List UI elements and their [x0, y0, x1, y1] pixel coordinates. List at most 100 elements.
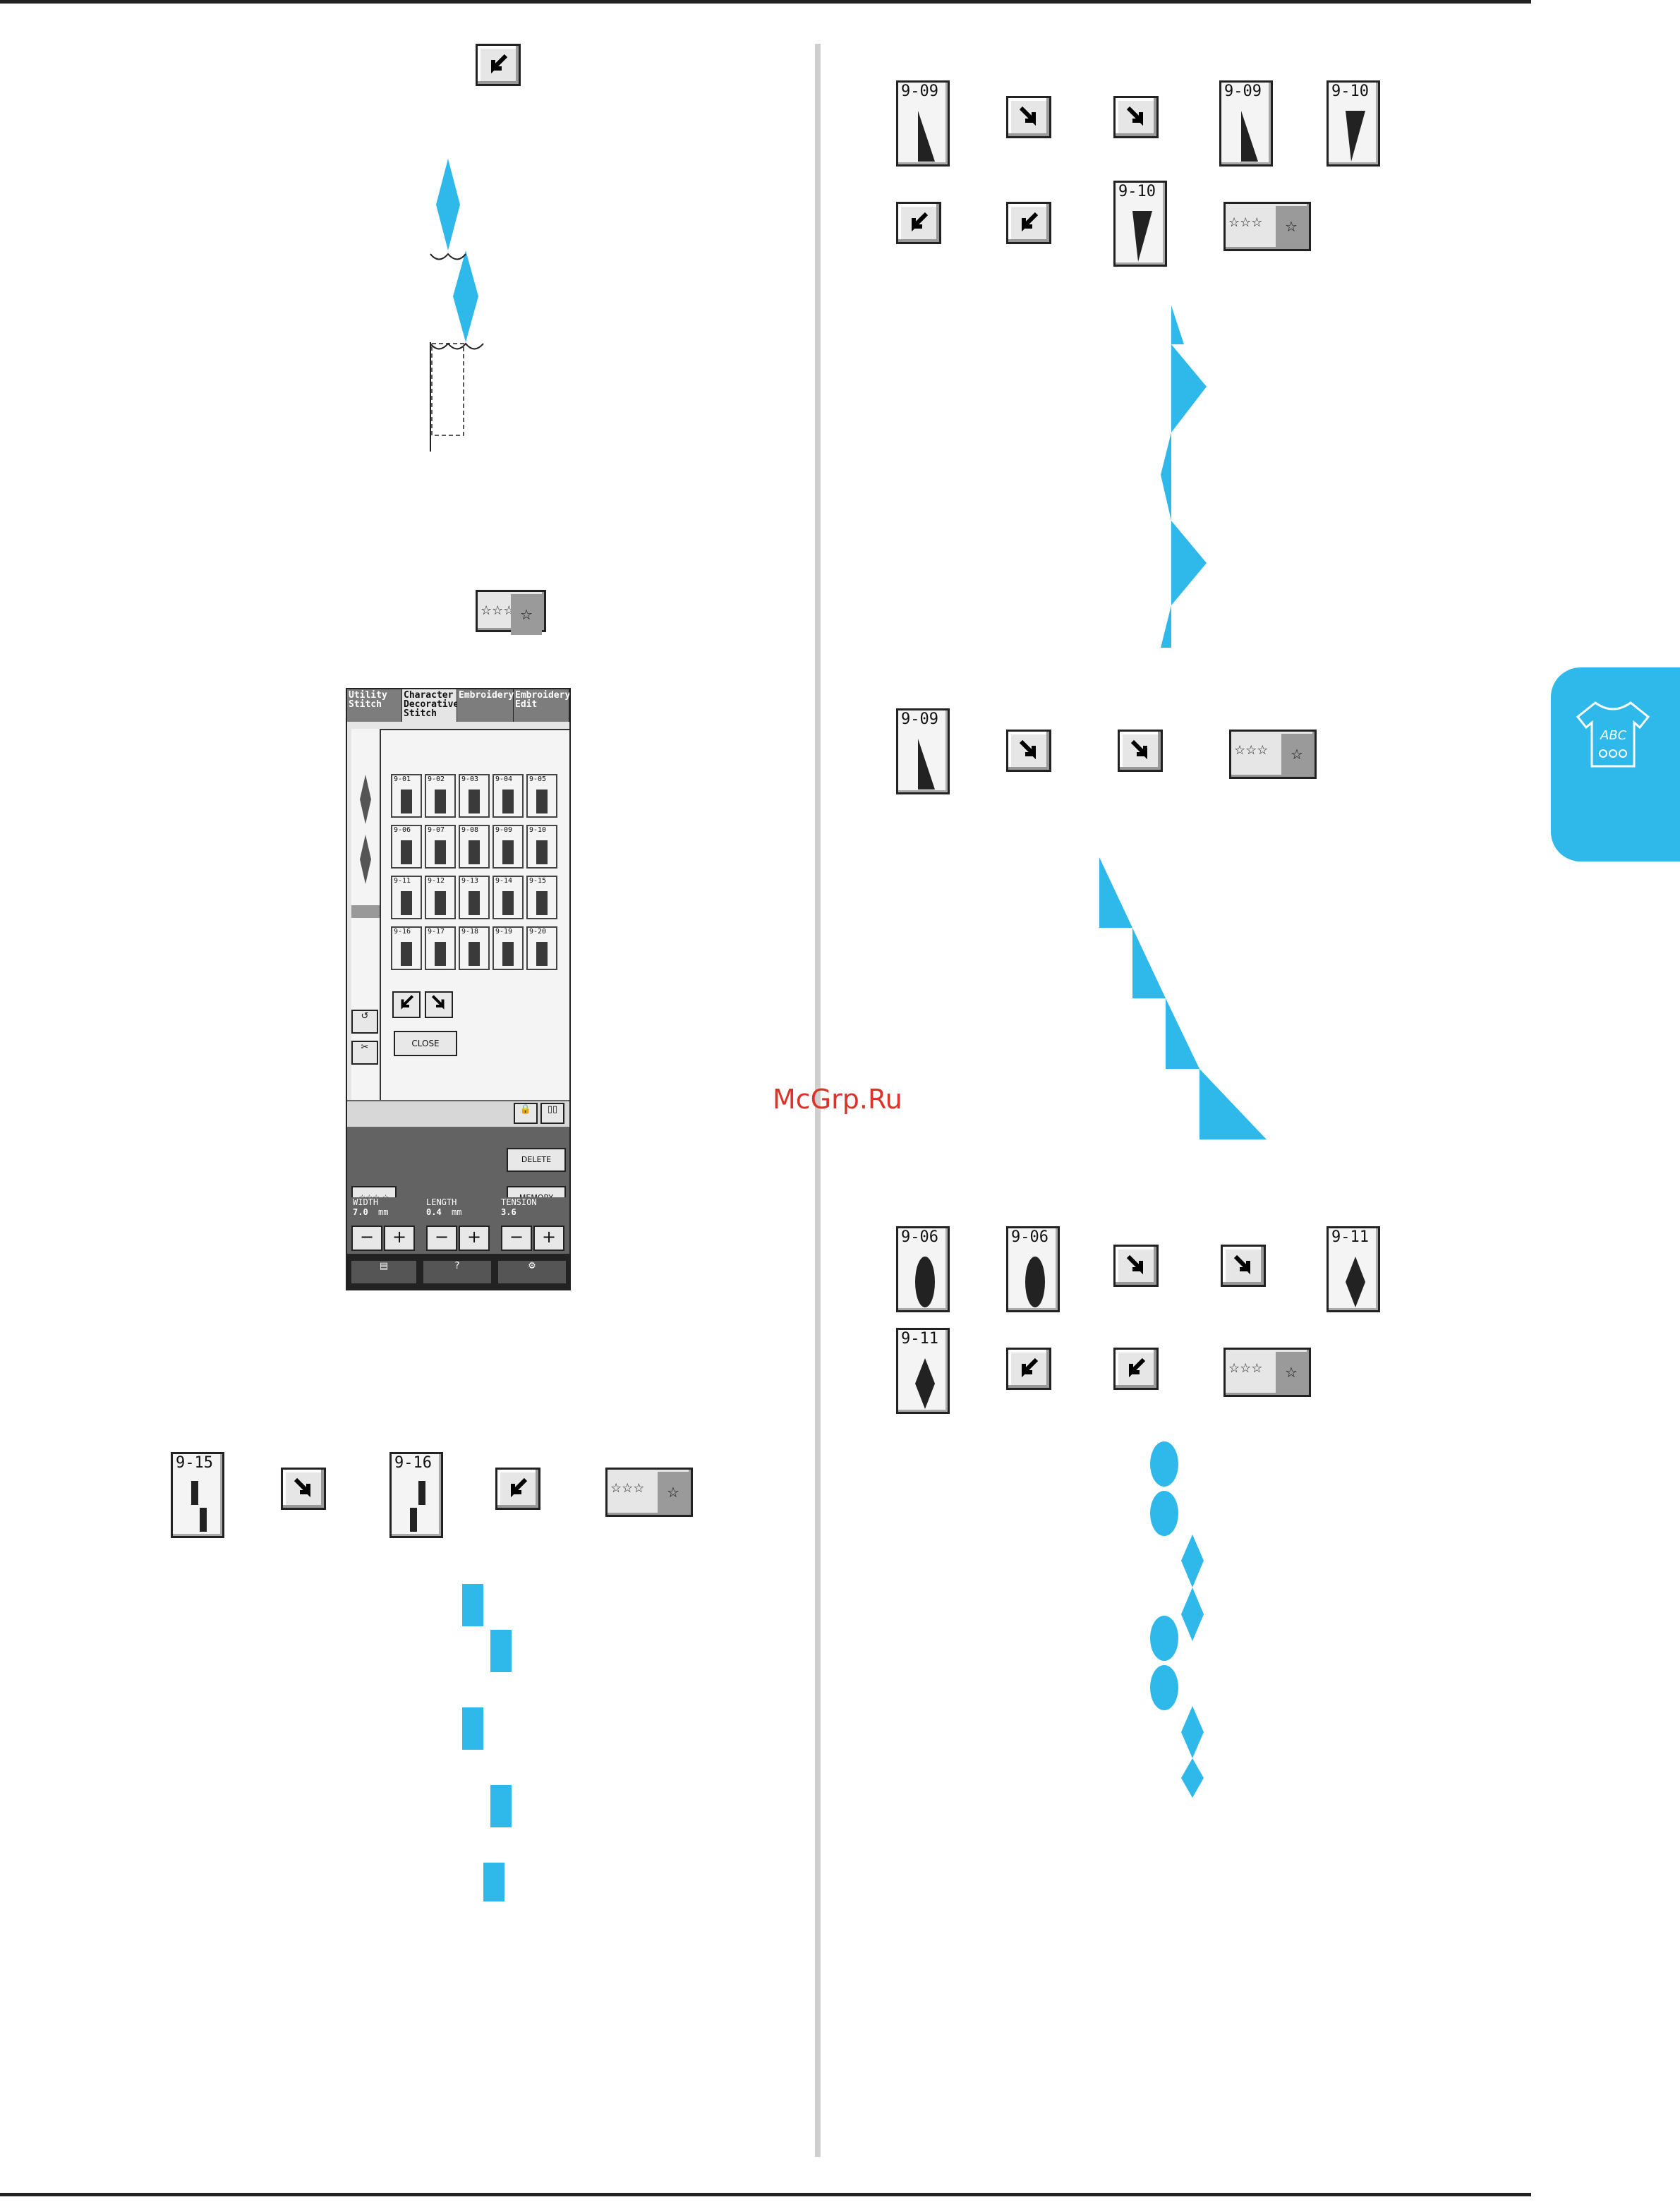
- arrow-down-right-button[interactable]: [1118, 730, 1163, 772]
- combine-button[interactable]: ☆☆☆☆: [1223, 1348, 1311, 1397]
- pattern-button-9-11[interactable]: 9-11: [1327, 1226, 1380, 1312]
- pattern-cell[interactable]: 9-13: [459, 876, 490, 919]
- arrow-down-left-button[interactable]: [1006, 202, 1051, 244]
- pattern-button-9-11[interactable]: 9-11: [896, 1328, 950, 1414]
- pattern-cell[interactable]: 9-18: [459, 926, 490, 970]
- width-plus-button[interactable]: +: [384, 1226, 415, 1251]
- combine-button[interactable]: ☆☆☆☆: [1223, 202, 1311, 251]
- arrow-down-right-icon: [1126, 1254, 1143, 1275]
- pattern-preview: [351, 729, 388, 1124]
- tab-embroidery-edit[interactable]: Embroidery Edit: [514, 689, 569, 722]
- pattern-button-9-09[interactable]: 9-09: [896, 80, 950, 167]
- tab-embroidery[interactable]: Embroidery: [457, 689, 514, 722]
- pattern-cell[interactable]: 9-02: [425, 774, 456, 818]
- tension-plus-button[interactable]: +: [533, 1226, 564, 1251]
- combine-icon: ☆☆☆: [610, 1481, 645, 1496]
- pattern-button-9-10[interactable]: 9-10: [1327, 80, 1380, 167]
- arrow-down-left-icon: [491, 54, 508, 74]
- pattern-button-9-06[interactable]: 9-06: [896, 1226, 950, 1312]
- length-plus-button[interactable]: +: [459, 1226, 490, 1251]
- pattern-button-9-06[interactable]: 9-06: [1006, 1226, 1060, 1312]
- combine-button[interactable]: ☆☆☆☆: [476, 590, 546, 635]
- arrow-down-right-button[interactable]: [1006, 96, 1051, 138]
- pattern-cell[interactable]: 9-06: [391, 825, 422, 869]
- pattern-cell[interactable]: 9-05: [526, 774, 557, 818]
- pattern-cell[interactable]: 9-07: [425, 825, 456, 869]
- tension-minus-button[interactable]: −: [501, 1226, 532, 1251]
- pattern-list-icon[interactable]: ▤: [350, 1259, 418, 1285]
- settings-panel: WIDTH 7.0 mm LENGTH 0.4 mm TENSION 3.6 −…: [347, 1197, 569, 1254]
- help-icon[interactable]: ?: [422, 1259, 492, 1285]
- abc-shirt-icon: ABC: [1576, 701, 1650, 768]
- stitch-diagram-zigzag-blocks: [462, 1584, 512, 1901]
- arrow-down-left-button[interactable]: [476, 44, 521, 86]
- pattern-cell[interactable]: 9-11: [391, 876, 422, 919]
- close-button[interactable]: CLOSE: [394, 1031, 457, 1056]
- pattern-button-9-10[interactable]: 9-10: [1113, 181, 1167, 267]
- length-minus-button[interactable]: −: [426, 1226, 457, 1251]
- pattern-cell[interactable]: 9-15: [526, 876, 557, 919]
- pattern-button-9-16[interactable]: 9-16: [389, 1452, 443, 1538]
- settings-icon[interactable]: ⚙: [497, 1259, 567, 1285]
- combine-icon: ☆☆☆: [1228, 1361, 1263, 1376]
- arrow-down-right-icon: [1019, 739, 1036, 760]
- pattern-cell[interactable]: 9-17: [425, 926, 456, 970]
- machine-screen: Utility Stitch Character Decorative Stit…: [346, 688, 571, 1290]
- tab-utility-stitch[interactable]: Utility Stitch: [347, 689, 402, 722]
- svg-text:ABC: ABC: [1600, 728, 1627, 743]
- pattern-cell[interactable]: 9-01: [391, 774, 422, 818]
- stitch-diagram-ovals-diamonds: [1150, 1441, 1204, 1798]
- combine-button[interactable]: ☆☆☆☆: [605, 1468, 693, 1517]
- pattern-cell[interactable]: 9-20: [526, 926, 557, 970]
- width-unit: mm: [378, 1207, 389, 1217]
- arrow-down-right-button[interactable]: [281, 1468, 326, 1510]
- tab-character-decorative[interactable]: Character Decorative Stitch: [402, 689, 459, 722]
- length-unit: mm: [452, 1207, 462, 1217]
- pattern-cell[interactable]: 9-10: [526, 825, 557, 869]
- book-icon[interactable]: ▯▯: [540, 1103, 564, 1124]
- arrow-down-right-button[interactable]: [1113, 1245, 1159, 1287]
- width-label: WIDTH: [353, 1197, 379, 1207]
- arrow-down-left-icon: [1129, 1357, 1146, 1378]
- reverse-button[interactable]: ↺: [351, 1010, 378, 1034]
- arrow-down-right-icon: [1130, 739, 1147, 760]
- pattern-cell[interactable]: 9-03: [459, 774, 490, 818]
- combine-button[interactable]: ☆☆☆☆: [1229, 730, 1317, 779]
- arrow-down-right-icon: [1233, 1254, 1250, 1275]
- arrow-down-right-icon: [431, 995, 445, 1010]
- arrow-down-right-button[interactable]: [1113, 96, 1159, 138]
- stitch-diagram-triangles: [1161, 306, 1207, 648]
- arrow-down-left-icon: [1022, 212, 1039, 232]
- pattern-button-9-09[interactable]: 9-09: [896, 708, 950, 794]
- arrow-down-left-icon: [511, 1477, 528, 1498]
- stitch-diagram-staircase: [1099, 857, 1267, 1139]
- arrow-down-right-button[interactable]: [1006, 730, 1051, 772]
- pattern-button-9-09[interactable]: 9-09: [1219, 80, 1273, 167]
- pattern-button-9-15[interactable]: 9-15: [171, 1452, 224, 1538]
- pattern-cell[interactable]: 9-09: [492, 825, 524, 869]
- combine-icon: ☆☆☆: [1228, 215, 1263, 230]
- arrow-down-left-button[interactable]: [495, 1468, 540, 1510]
- length-label: LENGTH: [426, 1197, 457, 1207]
- arrow-down-right-button[interactable]: [1221, 1245, 1266, 1287]
- pattern-cell[interactable]: 9-19: [492, 926, 524, 970]
- width-value: 7.0: [353, 1207, 368, 1217]
- pattern-cell[interactable]: 9-12: [425, 876, 456, 919]
- arrow-down-left-button[interactable]: [1006, 1348, 1051, 1390]
- arrow-down-left-icon: [1022, 1357, 1039, 1378]
- bottom-rule: [0, 2193, 1531, 2196]
- arrow-down-left-button[interactable]: [896, 202, 941, 244]
- arrow-down-left-button[interactable]: [1113, 1348, 1159, 1390]
- bottom-toolbar: ▤ ? ⚙: [347, 1254, 569, 1289]
- lock-icon[interactable]: 🔒: [514, 1103, 538, 1124]
- pattern-cell[interactable]: 9-04: [492, 774, 524, 818]
- pattern-cell[interactable]: 9-08: [459, 825, 490, 869]
- arrow-down-left-button[interactable]: [392, 991, 421, 1018]
- scissors-icon[interactable]: ✂: [351, 1041, 378, 1065]
- arrow-down-right-button[interactable]: [425, 991, 453, 1018]
- delete-button[interactable]: DELETE: [507, 1148, 566, 1172]
- pattern-cell[interactable]: 9-14: [492, 876, 524, 919]
- stitch-diagram-diamonds: [430, 159, 484, 452]
- width-minus-button[interactable]: −: [351, 1226, 382, 1251]
- pattern-cell[interactable]: 9-16: [391, 926, 422, 970]
